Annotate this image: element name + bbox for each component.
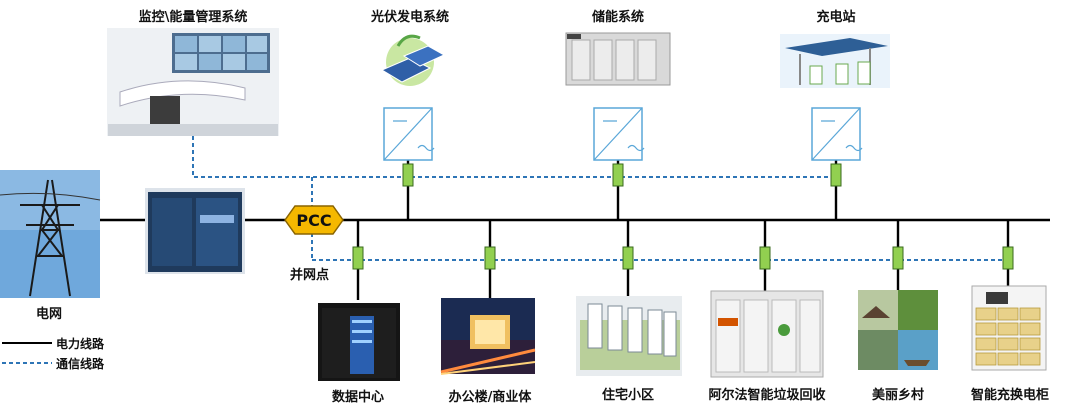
legend-comm-label: 通信线路	[56, 357, 105, 371]
pcc-tag: PCC	[296, 211, 331, 230]
breaker-recycling	[759, 246, 771, 270]
pcc-caption: 并网点	[290, 268, 330, 283]
legend-power-label: 电力线路	[56, 337, 105, 351]
breaker-datacenter	[352, 246, 364, 270]
recycling-station-image	[710, 290, 824, 378]
pcc-node: PCC	[284, 205, 344, 235]
load-label-cabinet: 智能充换电柜	[970, 388, 1050, 403]
power-grid-tower-image	[0, 170, 101, 298]
charging-station-image	[780, 34, 890, 88]
pv-system-label: 光伏发电系统	[370, 10, 450, 25]
breaker-residential	[622, 246, 634, 270]
load-label-office: 办公楼/商业体	[448, 390, 532, 405]
datacenter-image	[318, 303, 400, 381]
residential-complex-image	[576, 296, 682, 376]
charging-station-label: 充电站	[816, 10, 856, 25]
breaker-charging	[830, 163, 842, 187]
breaker-storage	[612, 163, 624, 187]
monitoring-center-image	[107, 28, 279, 136]
central-converter-image	[145, 188, 245, 274]
storage-system-label: 储能系统	[591, 10, 645, 25]
breaker-village	[892, 246, 904, 270]
monitoring-system-label: 监控\能量管理系统	[138, 10, 248, 25]
legend	[2, 342, 52, 364]
storage-container-image	[565, 32, 671, 86]
office-building-image	[440, 298, 536, 375]
village-image	[858, 290, 938, 370]
comm-line-top	[192, 136, 837, 178]
breaker-cabinet	[1002, 246, 1014, 270]
breaker-pv	[402, 163, 414, 187]
pv-panel-image	[380, 34, 446, 86]
load-label-datacenter: 数据中心	[331, 390, 385, 405]
breakers	[352, 163, 1014, 270]
converter-pv	[383, 107, 435, 161]
load-label-village: 美丽乡村	[871, 388, 925, 403]
load-label-recycling: 阿尔法智能垃圾回收	[708, 388, 826, 403]
converter-charging	[811, 107, 863, 161]
grid-label: 电网	[36, 307, 63, 322]
load-label-residential: 住宅小区	[601, 388, 655, 403]
smart-cabinet-image	[971, 285, 1047, 371]
breaker-office	[484, 246, 496, 270]
converter-storage	[593, 107, 645, 161]
